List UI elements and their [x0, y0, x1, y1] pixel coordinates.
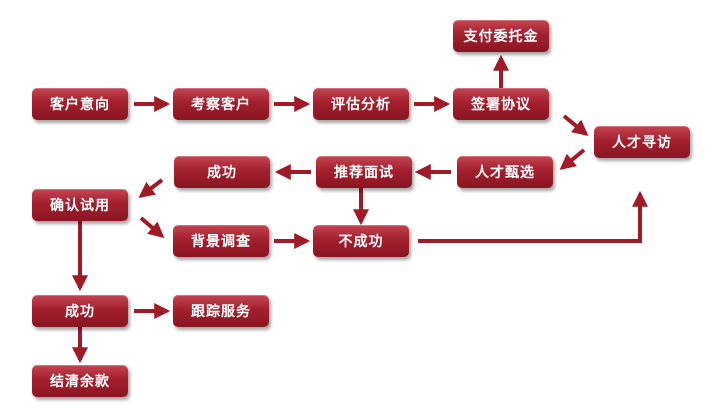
arrow-confirm-to-background [139, 216, 165, 239]
node-evaluate-analyze: 评估分析 [313, 88, 409, 120]
node-talent-search: 人才寻访 [594, 126, 690, 158]
arrow-sign-to-search [562, 114, 589, 137]
node-customer-intent: 客户意向 [32, 88, 128, 120]
node-sign-agreement: 签署协议 [453, 88, 549, 120]
node-settle-balance: 结清余款 [32, 365, 128, 397]
arrow-failure-to-search [418, 190, 648, 243]
node-recommend-interview: 推荐面试 [316, 156, 412, 188]
node-failure: 不成功 [313, 225, 409, 257]
node-success-top: 成功 [174, 156, 270, 188]
node-success-bottom: 成功 [32, 295, 128, 327]
node-inspect-customer: 考察客户 [173, 88, 269, 120]
arrow-success-to-confirm [138, 178, 164, 198]
arrow-search-to-screening [559, 148, 586, 171]
node-follow-up: 跟踪服务 [173, 295, 269, 327]
node-confirm-trial: 确认试用 [32, 189, 128, 221]
node-talent-screening: 人才甄选 [457, 156, 553, 188]
node-pay-commission: 支付委托金 [453, 20, 549, 52]
node-background-check: 背景调查 [173, 225, 269, 257]
